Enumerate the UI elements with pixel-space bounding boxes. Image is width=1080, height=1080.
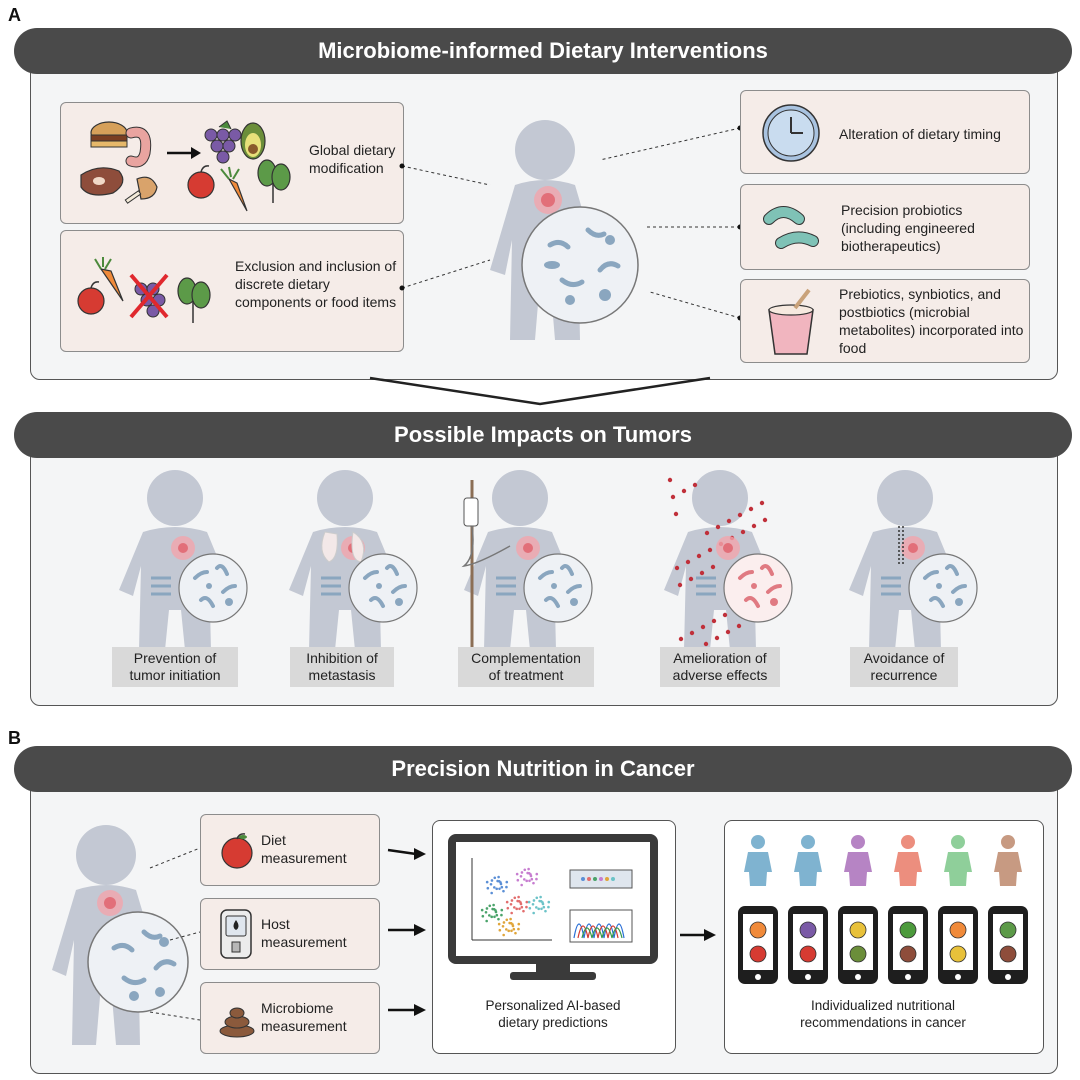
section-title-precision-nutrition: Precision Nutrition in Cancer	[14, 746, 1072, 792]
card-text-prebiotics: Prebiotics, synbiotics, and postbiotics …	[839, 286, 1024, 356]
card-host-measurement: Host measurement	[200, 898, 380, 970]
card-text-probiotics: Precision probiotics (including engineer…	[841, 202, 975, 254]
person-with-phone	[838, 835, 878, 984]
impact-figure	[289, 470, 418, 650]
food-exclusion-icon	[77, 257, 211, 323]
impact-figure	[849, 470, 978, 650]
measurement-line1: Host	[261, 916, 290, 932]
connectors-b	[149, 847, 716, 1021]
person-with-phone	[888, 835, 928, 984]
rec-caption-line1: Individualized nutritional	[810, 998, 956, 1013]
impact-label-inhibition: Inhibition of metastasis	[290, 647, 394, 687]
impact-label-line2: of treatment	[488, 667, 564, 683]
impact-label-amelioration: Amelioration of adverse effects	[660, 647, 780, 687]
impact-label-complementation: Complementation of treatment	[458, 647, 594, 687]
impact-label-prevention: Prevention of tumor initiation	[112, 647, 238, 687]
impact-label-line1: Avoidance of	[863, 650, 945, 666]
card-precision-probiotics: Precision probiotics (including engineer…	[740, 184, 1030, 270]
impact-figure	[664, 470, 793, 650]
apple-icon	[221, 833, 253, 869]
card-exclusion-inclusion: Exclusion and inclusion of discrete diet…	[60, 230, 404, 352]
impact-label-line2: tumor initiation	[129, 667, 221, 683]
clock-icon	[762, 104, 820, 162]
impact-label-line1: Amelioration of	[673, 650, 767, 666]
panel-b-letter: B	[8, 728, 21, 748]
ai-caption-line2: dietary predictions	[498, 1015, 608, 1030]
card-text-timing: Alteration of dietary timing	[839, 126, 1001, 142]
measurement-line2: measurement	[261, 934, 347, 950]
ai-caption-line1: Personalized AI-based	[485, 998, 621, 1013]
section-title-dietary-interventions: Microbiome-informed Dietary Intervention…	[14, 28, 1072, 74]
measurement-line2: measurement	[261, 850, 347, 866]
people-and-phones	[738, 835, 1028, 984]
microbiome-measurement-text: Microbiome measurement	[261, 999, 347, 1035]
card-global-modification: Global dietary modification	[60, 102, 404, 224]
central-body-figure	[490, 120, 639, 340]
impact-figure	[461, 470, 593, 650]
card-dietary-timing: Alteration of dietary timing	[740, 90, 1030, 174]
impact-figure	[119, 470, 248, 650]
impact-label-line1: Inhibition of	[306, 650, 378, 666]
card-text-exclusion: Exclusion and inclusion of discrete diet…	[235, 258, 397, 310]
food-swap-icon	[80, 120, 291, 212]
impact-label-line1: Prevention of	[133, 650, 217, 666]
probiotic-bacteria-icon	[763, 206, 819, 249]
computer-monitor-icon	[448, 834, 658, 980]
patient-body-figure	[52, 825, 189, 1045]
impact-label-line2: metastasis	[308, 667, 376, 683]
measurement-line2: measurement	[261, 1018, 347, 1034]
impact-label-line1: Complementation	[471, 650, 581, 666]
card-text-global: Global dietary modification	[309, 142, 396, 176]
recommendations-caption: Individualized nutritional recommendatio…	[724, 997, 1042, 1031]
person-with-phone	[938, 835, 978, 984]
measurement-line1: Diet	[261, 832, 286, 848]
impacts-figures	[119, 470, 978, 650]
impact-label-line2: recurrence	[870, 667, 938, 683]
connectors-a	[369, 125, 743, 406]
yogurt-cup-icon	[768, 288, 814, 355]
measurement-line1: Microbiome	[261, 1000, 334, 1016]
card-prebiotics: Prebiotics, synbiotics, and postbiotics …	[740, 279, 1030, 363]
rec-caption-line2: recommendations in cancer	[800, 1015, 966, 1030]
card-microbiome-measurement: Microbiome measurement	[200, 982, 380, 1054]
person-with-phone	[988, 835, 1028, 984]
panel-a-letter: A	[8, 5, 21, 25]
impact-label-avoidance: Avoidance of recurrence	[850, 647, 958, 687]
host-measurement-text: Host measurement	[261, 915, 347, 951]
glucose-meter-icon	[220, 909, 252, 959]
impact-label-line2: adverse effects	[672, 667, 768, 683]
person-with-phone	[738, 835, 778, 984]
card-diet-measurement: Diet measurement	[200, 814, 380, 886]
section-title-impacts: Possible Impacts on Tumors	[14, 412, 1072, 458]
stool-icon	[219, 1007, 255, 1038]
ai-caption: Personalized AI-based dietary prediction…	[432, 997, 674, 1031]
person-with-phone	[788, 835, 828, 984]
diet-measurement-text: Diet measurement	[261, 831, 347, 867]
